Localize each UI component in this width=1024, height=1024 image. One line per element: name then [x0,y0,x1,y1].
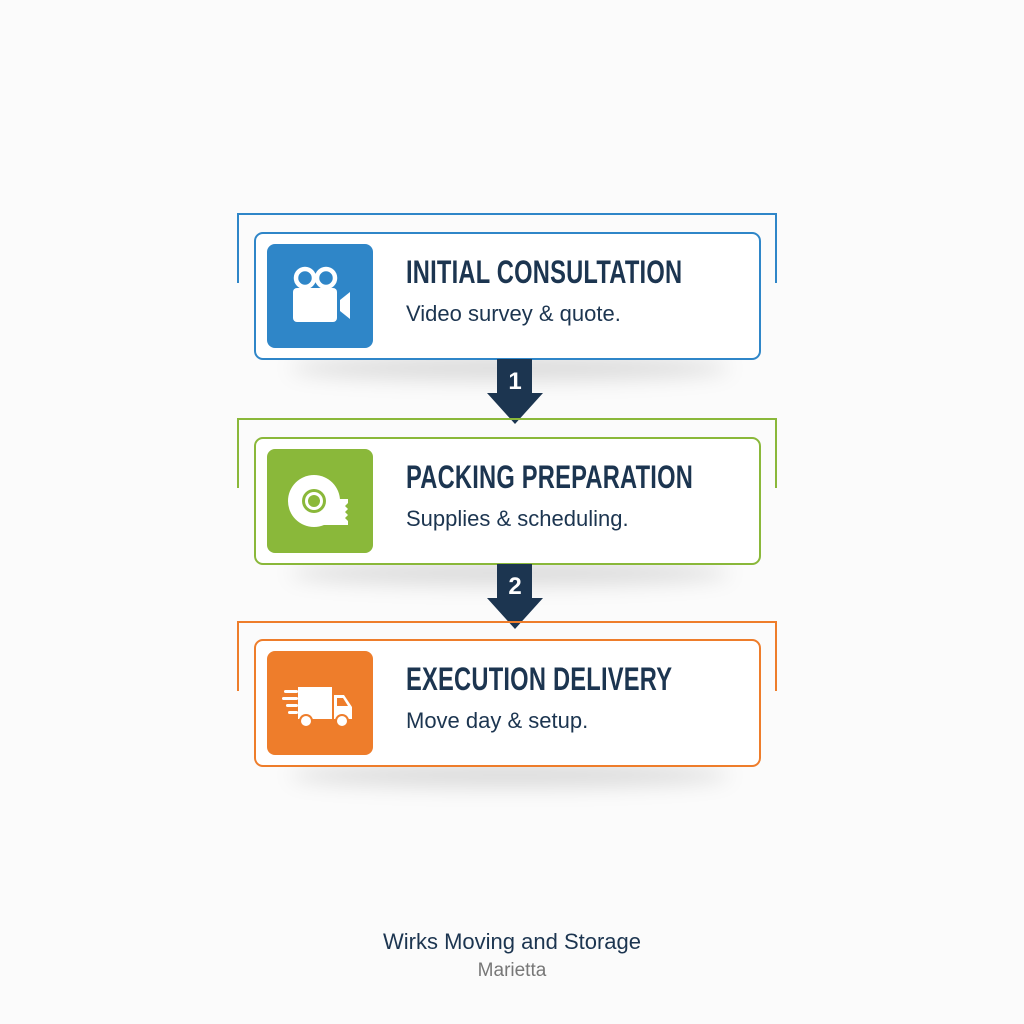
step-1-title: INITIAL CONSULTATION [406,254,683,290]
step-2-bracket [237,418,777,488]
step-2-title: PACKING PREPARATION [406,459,694,495]
step-number-2: 2 [508,573,522,600]
step-1-subtitle: Video survey & quote. [406,301,621,326]
down-arrow-icon [487,564,543,629]
down-arrow-icon [487,359,543,424]
step-3-card: EXECUTION DELIVERY Move day & setup. [254,639,761,767]
step-2-card: PACKING PREPARATION Supplies & schedulin… [254,437,761,565]
step-3-subtitle: Move day & setup. [406,708,589,733]
step-3-bracket [237,621,777,691]
step-3-shadow [290,763,730,787]
tape-roll-icon [288,475,348,527]
step-arrow-1: 1 [486,359,544,425]
step-number-1: 1 [508,368,522,395]
step-3-title: EXECUTION DELIVERY [406,661,673,697]
step-2-subtitle: Supplies & scheduling. [406,506,629,531]
step-arrow-2: 2 [486,564,544,630]
step-1-card: INITIAL CONSULTATION Video survey & quot… [254,232,761,360]
step-3-icon-box [267,651,373,755]
company-city: Marietta [477,960,547,981]
delivery-truck-icon [282,687,352,728]
step-1-bracket [237,213,777,283]
step-1-icon-box [267,244,373,348]
step-2-icon-box [267,449,373,553]
company-name: Wirks Moving and Storage [383,929,641,954]
video-camera-icon [293,266,350,322]
